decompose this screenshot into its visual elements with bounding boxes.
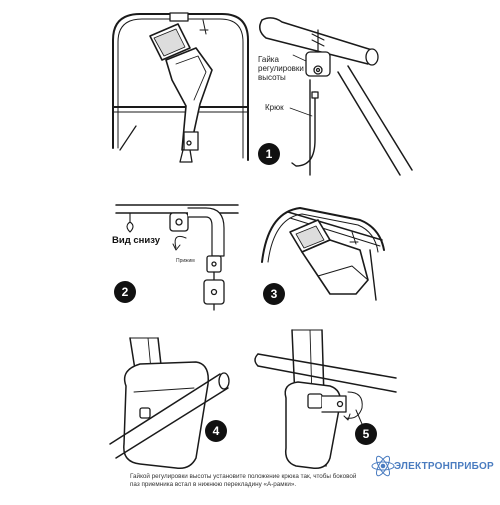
receiver-mounted [261, 207, 385, 301]
leg-closeup-step4 [109, 337, 230, 470]
step-badge-5: 5 [355, 423, 377, 445]
nut-label: Гайка регулировки высоты [258, 55, 304, 82]
brand-atom-icon [371, 455, 395, 477]
instruction-caption: Гайкой регулировки высоты установите пол… [130, 473, 357, 488]
step-badge-3: 3 [263, 283, 285, 305]
hook-detail [259, 17, 413, 176]
brand-name: ЭЛЕКТРОНПРИБОР [394, 461, 494, 472]
step-badge-2: 2 [114, 281, 136, 303]
clamp-label: Прижим [176, 258, 195, 264]
bottom-view-label: Вид снизу [112, 235, 161, 246]
bottom-view-detail [115, 204, 239, 311]
step-badge-1: 1 [258, 143, 280, 165]
hook-label: Крюк [265, 103, 284, 112]
leg-closeup-step5 [254, 329, 397, 470]
a-frame-with-receiver [112, 12, 249, 163]
step-badge-4: 4 [205, 420, 227, 442]
